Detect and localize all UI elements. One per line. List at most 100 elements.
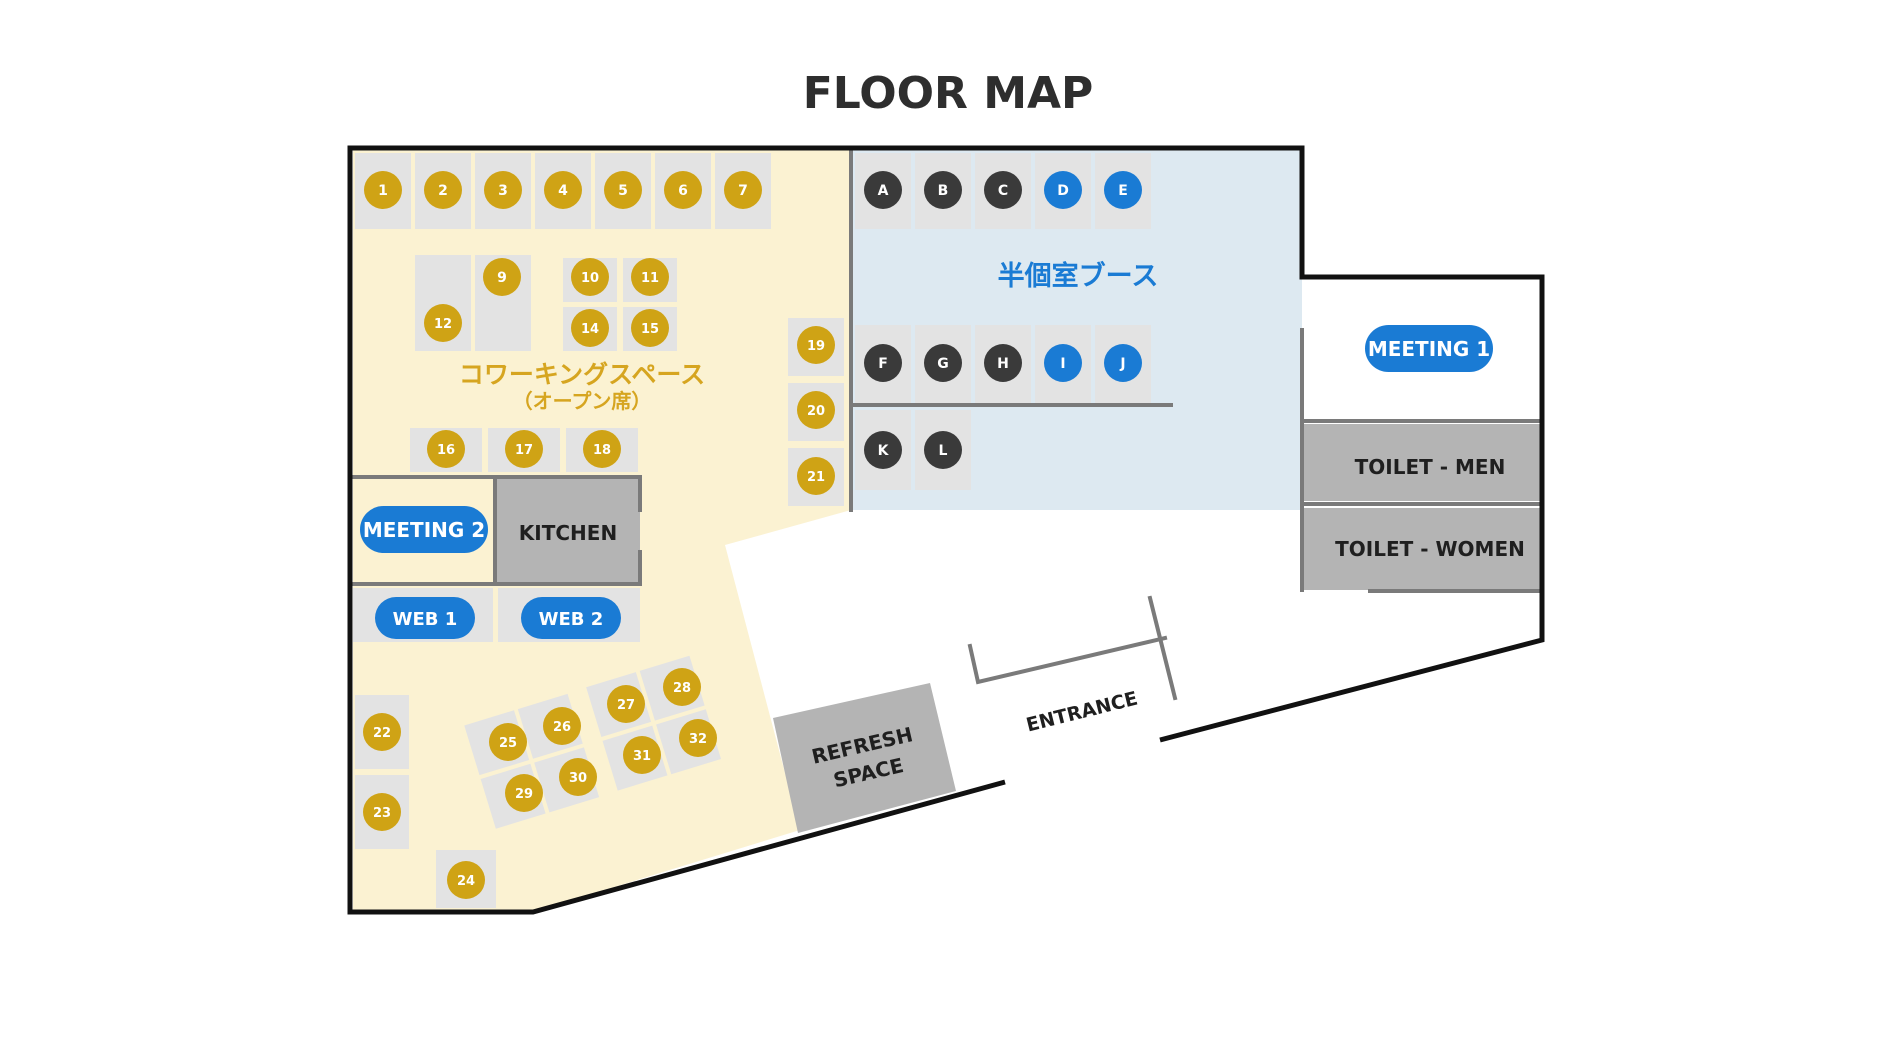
seat-4[interactable]: 4 [544, 171, 582, 209]
seat-booth-d[interactable]: D [1044, 171, 1082, 209]
seat-marker [483, 258, 521, 296]
seat-label: I [1060, 356, 1065, 372]
seat-3[interactable]: 3 [484, 171, 522, 209]
seat-label: 3 [498, 183, 508, 199]
seat-2[interactable]: 2 [424, 171, 462, 209]
web-1-pill[interactable]: WEB 1 [375, 597, 475, 639]
seat-26[interactable]: 26 [543, 707, 581, 745]
seat-booth-c[interactable]: C [984, 171, 1022, 209]
seat-29[interactable]: 29 [505, 774, 543, 812]
interior-walls [351, 148, 1542, 701]
seat-booth-g[interactable]: G [924, 344, 962, 382]
seat-18[interactable]: 18 [583, 430, 621, 468]
seat-marker [427, 430, 465, 468]
seat-label: H [997, 356, 1009, 372]
page-title: FLOOR MAP [803, 68, 1094, 119]
seat-label: 24 [457, 874, 475, 889]
seat-booth-l[interactable]: L [924, 431, 962, 469]
seat-marker [797, 326, 835, 364]
seat-booth-k[interactable]: K [864, 431, 902, 469]
seat-marker [544, 171, 582, 209]
seat-10[interactable]: 10 [571, 258, 609, 296]
seat-label: 25 [499, 736, 517, 751]
seat-label: 28 [673, 681, 691, 696]
seat-label: G [937, 356, 949, 372]
seat-label: 23 [373, 806, 391, 821]
seat-9[interactable]: 9 [483, 258, 521, 296]
seat-22[interactable]: 22 [363, 713, 401, 751]
seat-booth-e[interactable]: E [1104, 171, 1142, 209]
seat-marker [1104, 344, 1142, 382]
seat-25[interactable]: 25 [489, 723, 527, 761]
seat-label: 22 [373, 726, 391, 741]
seat-label: 32 [689, 732, 707, 747]
seat-1[interactable]: 1 [364, 171, 402, 209]
seat-21[interactable]: 21 [797, 457, 835, 495]
seat-28[interactable]: 28 [663, 668, 701, 706]
seat-6[interactable]: 6 [664, 171, 702, 209]
seat-19[interactable]: 19 [797, 326, 835, 364]
seat-27[interactable]: 27 [607, 685, 645, 723]
seat-marker [604, 171, 642, 209]
seat-marker [984, 171, 1022, 209]
seat-label: 11 [641, 271, 659, 286]
seat-booth-f[interactable]: F [864, 344, 902, 382]
meeting-1-pill[interactable]: MEETING 1 [1365, 325, 1493, 372]
seat-marker [797, 391, 835, 429]
seat-label: C [998, 183, 1008, 199]
seat-marker [607, 685, 645, 723]
seat-marker [364, 171, 402, 209]
refresh-space [773, 683, 956, 833]
seat-16[interactable]: 16 [427, 430, 465, 468]
seat-marker [924, 171, 962, 209]
seat-booth-i[interactable]: I [1044, 344, 1082, 382]
seat-label: 4 [558, 183, 568, 199]
seat-30[interactable]: 30 [559, 758, 597, 796]
seat-32[interactable]: 32 [679, 719, 717, 757]
seat-label: 15 [641, 322, 659, 337]
seat-booth-h[interactable]: H [984, 344, 1022, 382]
seat-booth-b[interactable]: B [924, 171, 962, 209]
toilet-women-label: TOILET - WOMEN [1335, 537, 1525, 561]
seat-marker [424, 304, 462, 342]
seat-label: 29 [515, 787, 533, 802]
seat-14[interactable]: 14 [571, 309, 609, 347]
seat-marker [797, 457, 835, 495]
seat-marker [505, 430, 543, 468]
seat-17[interactable]: 17 [505, 430, 543, 468]
seat-11[interactable]: 11 [631, 258, 669, 296]
seat-31[interactable]: 31 [623, 736, 661, 774]
seat-booth-j[interactable]: J [1104, 344, 1142, 382]
meeting-2-pill[interactable]: MEETING 2 [360, 506, 488, 553]
seat-24[interactable]: 24 [447, 861, 485, 899]
kitchen-label: KITCHEN [519, 521, 617, 545]
seat-marker [583, 430, 621, 468]
seat-marker [864, 344, 902, 382]
seat-marker [864, 171, 902, 209]
seat-15[interactable]: 15 [631, 309, 669, 347]
seat-marker [363, 713, 401, 751]
seat-23[interactable]: 23 [363, 793, 401, 831]
seat-marker [1044, 171, 1082, 209]
seat-marker [631, 258, 669, 296]
seat-marker [679, 719, 717, 757]
seat-marker [489, 723, 527, 761]
seat-marker [447, 861, 485, 899]
seat-label: 9 [497, 270, 507, 286]
seat-5[interactable]: 5 [604, 171, 642, 209]
seat-label: 17 [515, 443, 533, 458]
seat-marker [984, 344, 1022, 382]
seat-marker [571, 258, 609, 296]
seat-marker [623, 736, 661, 774]
seat-label: J [1119, 356, 1125, 372]
web-2-pill[interactable]: WEB 2 [521, 597, 621, 639]
booth-zone-title: 半個室ブース [998, 260, 1159, 292]
seat-20[interactable]: 20 [797, 391, 835, 429]
seat-booth-a[interactable]: A [864, 171, 902, 209]
seat-label: 31 [633, 749, 651, 764]
seat-7[interactable]: 7 [724, 171, 762, 209]
seat-12[interactable]: 12 [424, 304, 462, 342]
